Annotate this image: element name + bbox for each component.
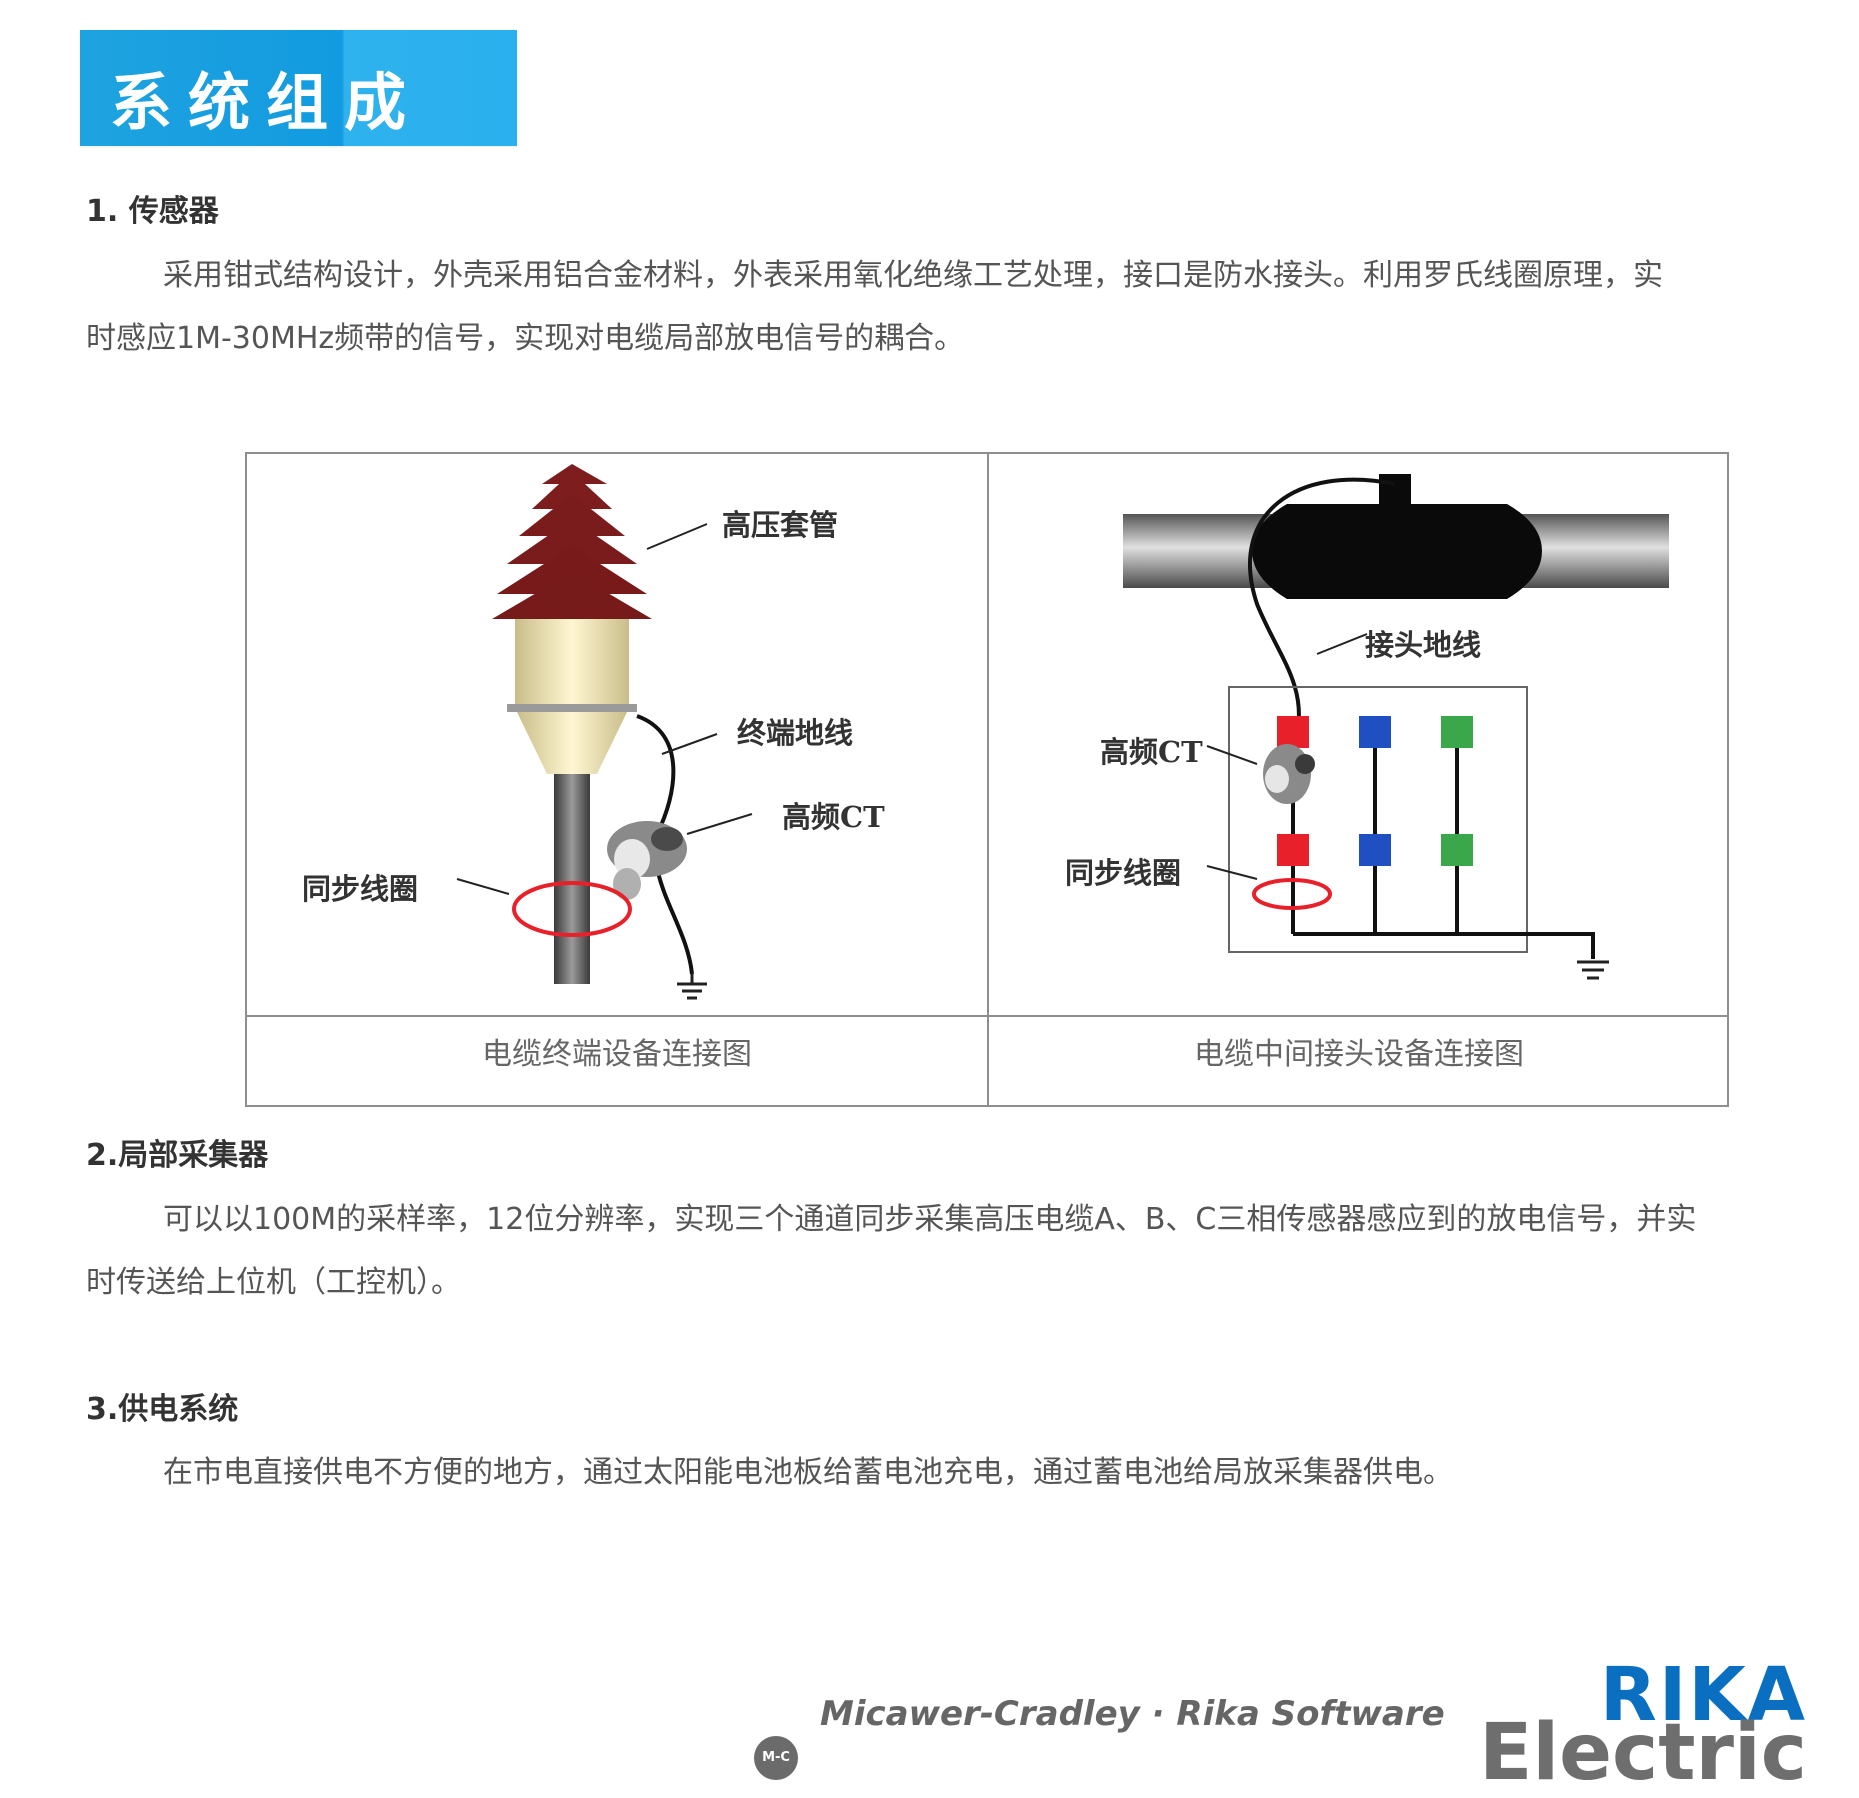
joint-terminal [1379, 474, 1411, 509]
label-termination-ground: 终端地线 [737, 716, 854, 750]
figure-vertical-divider [987, 454, 989, 1105]
label-leader-joint-ground [1316, 633, 1368, 655]
section-banner: 系统组成 [80, 30, 517, 146]
phase-b-sync-block [1359, 834, 1391, 866]
sensor-text-line2: 时感应1M-30MHz频带的信号，实现对电缆局部放电信号的耦合。 [86, 321, 965, 356]
phase-a-sync-block [1277, 834, 1309, 866]
figure-drawings [456, 464, 1669, 1000]
label-leader-sync [456, 878, 510, 895]
stress-cone [517, 712, 627, 774]
bushing-body [515, 619, 629, 704]
caption-middle-joint: 电缆中间接头设备连接图 [1194, 1037, 1524, 1072]
mc-quality-logo-icon: M-C [754, 1736, 798, 1780]
phase-c-line [1441, 716, 1473, 934]
label-leader-joint-ct [1206, 745, 1258, 765]
electric-logo-text: Electric [1479, 1708, 1807, 1798]
phase-c-sync-block [1441, 834, 1473, 866]
mount-flange [507, 704, 637, 712]
heading-sensor: 1. 传感器 [86, 194, 219, 229]
label-bushing: 高压套管 [722, 508, 839, 542]
joint-ground-symbol-icon [1577, 960, 1609, 980]
phase-a-ct-block [1277, 716, 1309, 748]
label-left-hf-ct: 高频CT [782, 800, 885, 834]
bushing-icon [492, 464, 652, 619]
label-leader-bushing [646, 523, 708, 550]
heading-collector: 2.局部采集器 [86, 1138, 269, 1173]
label-leader-joint-sync [1206, 865, 1258, 880]
banner-title: 系统组成 [110, 66, 423, 139]
cable-rod [554, 774, 590, 984]
joint-hf-ct-clamp-icon [1263, 744, 1315, 804]
caption-termination: 电缆终端设备连接图 [482, 1037, 752, 1072]
label-right-sync-coil: 同步线圈 [1065, 856, 1182, 890]
label-leader-ground [661, 733, 718, 755]
sensor-text-line1: 采用钳式结构设计，外壳采用铝合金材料，外表采用氧化绝缘工艺处理，接口是防水接头。… [163, 258, 1663, 293]
label-leader-ct [686, 813, 753, 835]
joint-housing [1252, 504, 1542, 599]
heading-power: 3.供电系统 [86, 1392, 239, 1427]
footer-brand-line: Micawer-Cradley · Rika Software [820, 1694, 1445, 1734]
ground-symbol-icon [677, 974, 707, 1000]
joint-sync-coil-ring [1252, 878, 1332, 910]
rika-logo-text: RIKA [1599, 1652, 1807, 1738]
phase-c-ct-block [1441, 716, 1473, 748]
collector-text-line1: 可以以100M的采样率，12位分辨率，实现三个通道同步采集高压电缆A、B、C三相… [163, 1202, 1697, 1237]
connection-figure: 高压套管 终端地线 高频CT 同步线圈 接头地线 高频CT 同步线圈 电缆终端设… [245, 452, 1729, 1107]
label-left-sync-coil: 同步线圈 [302, 872, 419, 906]
common-ground-bus [1293, 932, 1595, 959]
figure-horizontal-divider [247, 1015, 1727, 1017]
label-right-hf-ct: 高频CT [1100, 735, 1203, 769]
collector-box [1228, 686, 1528, 953]
phase-b-ct-block [1359, 716, 1391, 748]
sync-coil-ring [512, 881, 632, 937]
phase-b-line [1359, 716, 1391, 934]
hf-ct-clamp-icon [607, 821, 687, 900]
label-joint-ground: 接头地线 [1365, 628, 1482, 662]
collector-text-line2: 时传送给上位机（工控机）。 [86, 1265, 461, 1300]
power-text-line1: 在市电直接供电不方便的地方，通过太阳能电池板给蓄电池充电，通过蓄电池给局放采集器… [163, 1455, 1453, 1490]
